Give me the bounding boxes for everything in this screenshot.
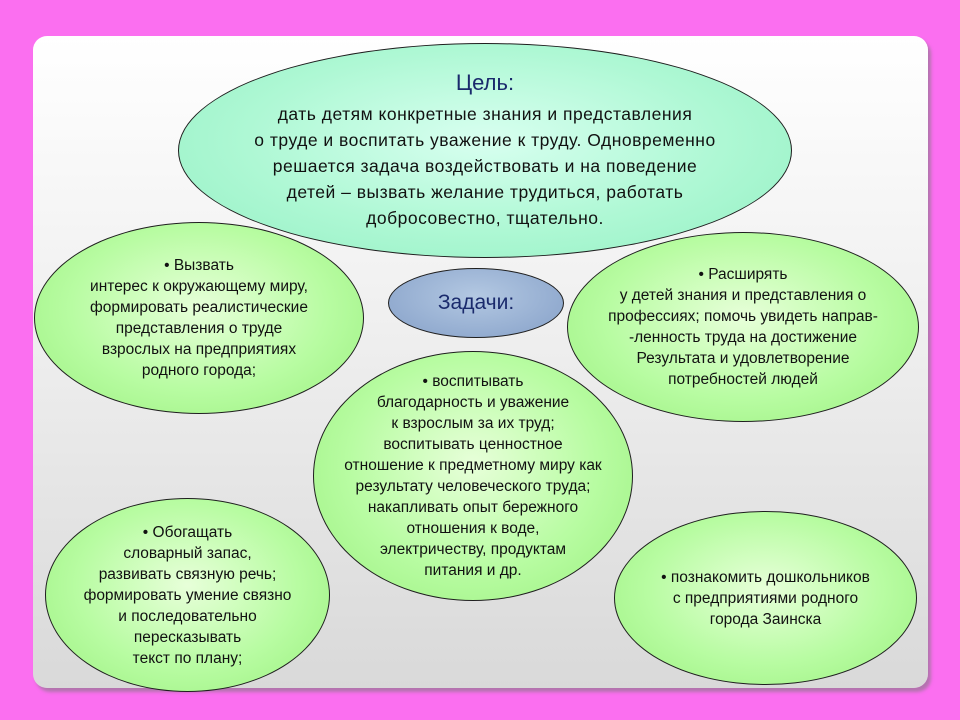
task-line: пересказывать [133,628,242,646]
goal-line: дать детям конкретные знания и представл… [277,103,693,124]
task-line: питания и др. [424,562,522,579]
goal-title: Цель: [455,69,515,95]
task-line: к взрослым за их труд; [391,415,555,432]
task-interest-ellipse: Вызвать интерес к окружающему миру, форм… [34,222,364,414]
task-line: текст по плану; [132,649,243,667]
task-line: развивать связную речь; [98,565,277,583]
task-enterprises-ellipse: познакомить дошкольников с предприятиями… [614,511,917,685]
task-line: профессиях; помочь увидеть направ- [608,308,878,325]
task-line: представления о труде [115,320,283,337]
task-line: электричеству, продуктам [379,541,567,558]
goal-text: дать детям конкретные знания и представл… [254,101,715,231]
task-expand-knowledge-ellipse: Расширять у детей знания и представления… [567,232,919,422]
task-line: родного города; [141,362,257,379]
task-vocabulary-ellipse: Обогащать словарный запас, развивать свя… [45,498,330,692]
task-line: Расширять [698,264,787,285]
goal-line: решается задача воздействовать и на пове… [272,155,698,176]
task-line: накапливать опыт бережного [367,499,579,516]
task-line: Вызвать [164,255,234,276]
task-line: результату человеческого труда; [355,478,591,495]
task-line: воспитывать [423,371,523,392]
task-line: Обогащать [143,522,233,543]
tasks-ellipse: Задачи: [388,268,564,338]
task-line: потребностей людей [668,371,818,388]
task-line: -ленность труда на достижение [628,329,858,346]
task-line: города Заинска [709,610,822,628]
task-line: словарный запас, [123,544,252,562]
task-line: познакомить дошкольников [661,567,870,588]
task-line: интерес к окружающему миру, [90,278,308,295]
task-line: взрослых на предприятиях [101,341,297,358]
task-upbringing-ellipse: воспитывать благодарность и уважение к в… [313,351,633,601]
task-line: у детей знания и представления о [619,287,867,304]
task-line: формировать умение связно [83,586,292,604]
task-line: с предприятиями родного [672,589,859,607]
task-line: отношения к воде, [406,520,540,537]
goal-line: добросовестно, тщательно. [366,207,604,228]
task-line: Результата и удовлетворение [636,350,850,367]
goal-line: детей – вызвать желание трудиться, работ… [286,181,684,202]
task-line: и последовательно [118,607,257,625]
task-line: формировать реалистические [90,299,308,316]
task-line: отношение к предметному миру как [344,457,602,474]
goal-line: о труде и воспитать уважение к труду. Од… [254,129,716,150]
tasks-label: Задачи: [437,291,515,314]
task-line: воспитывать ценностное [383,436,563,453]
goal-ellipse: Цель: дать детям конкретные знания и пре… [178,43,792,258]
task-line: благодарность и уважение [376,394,570,411]
